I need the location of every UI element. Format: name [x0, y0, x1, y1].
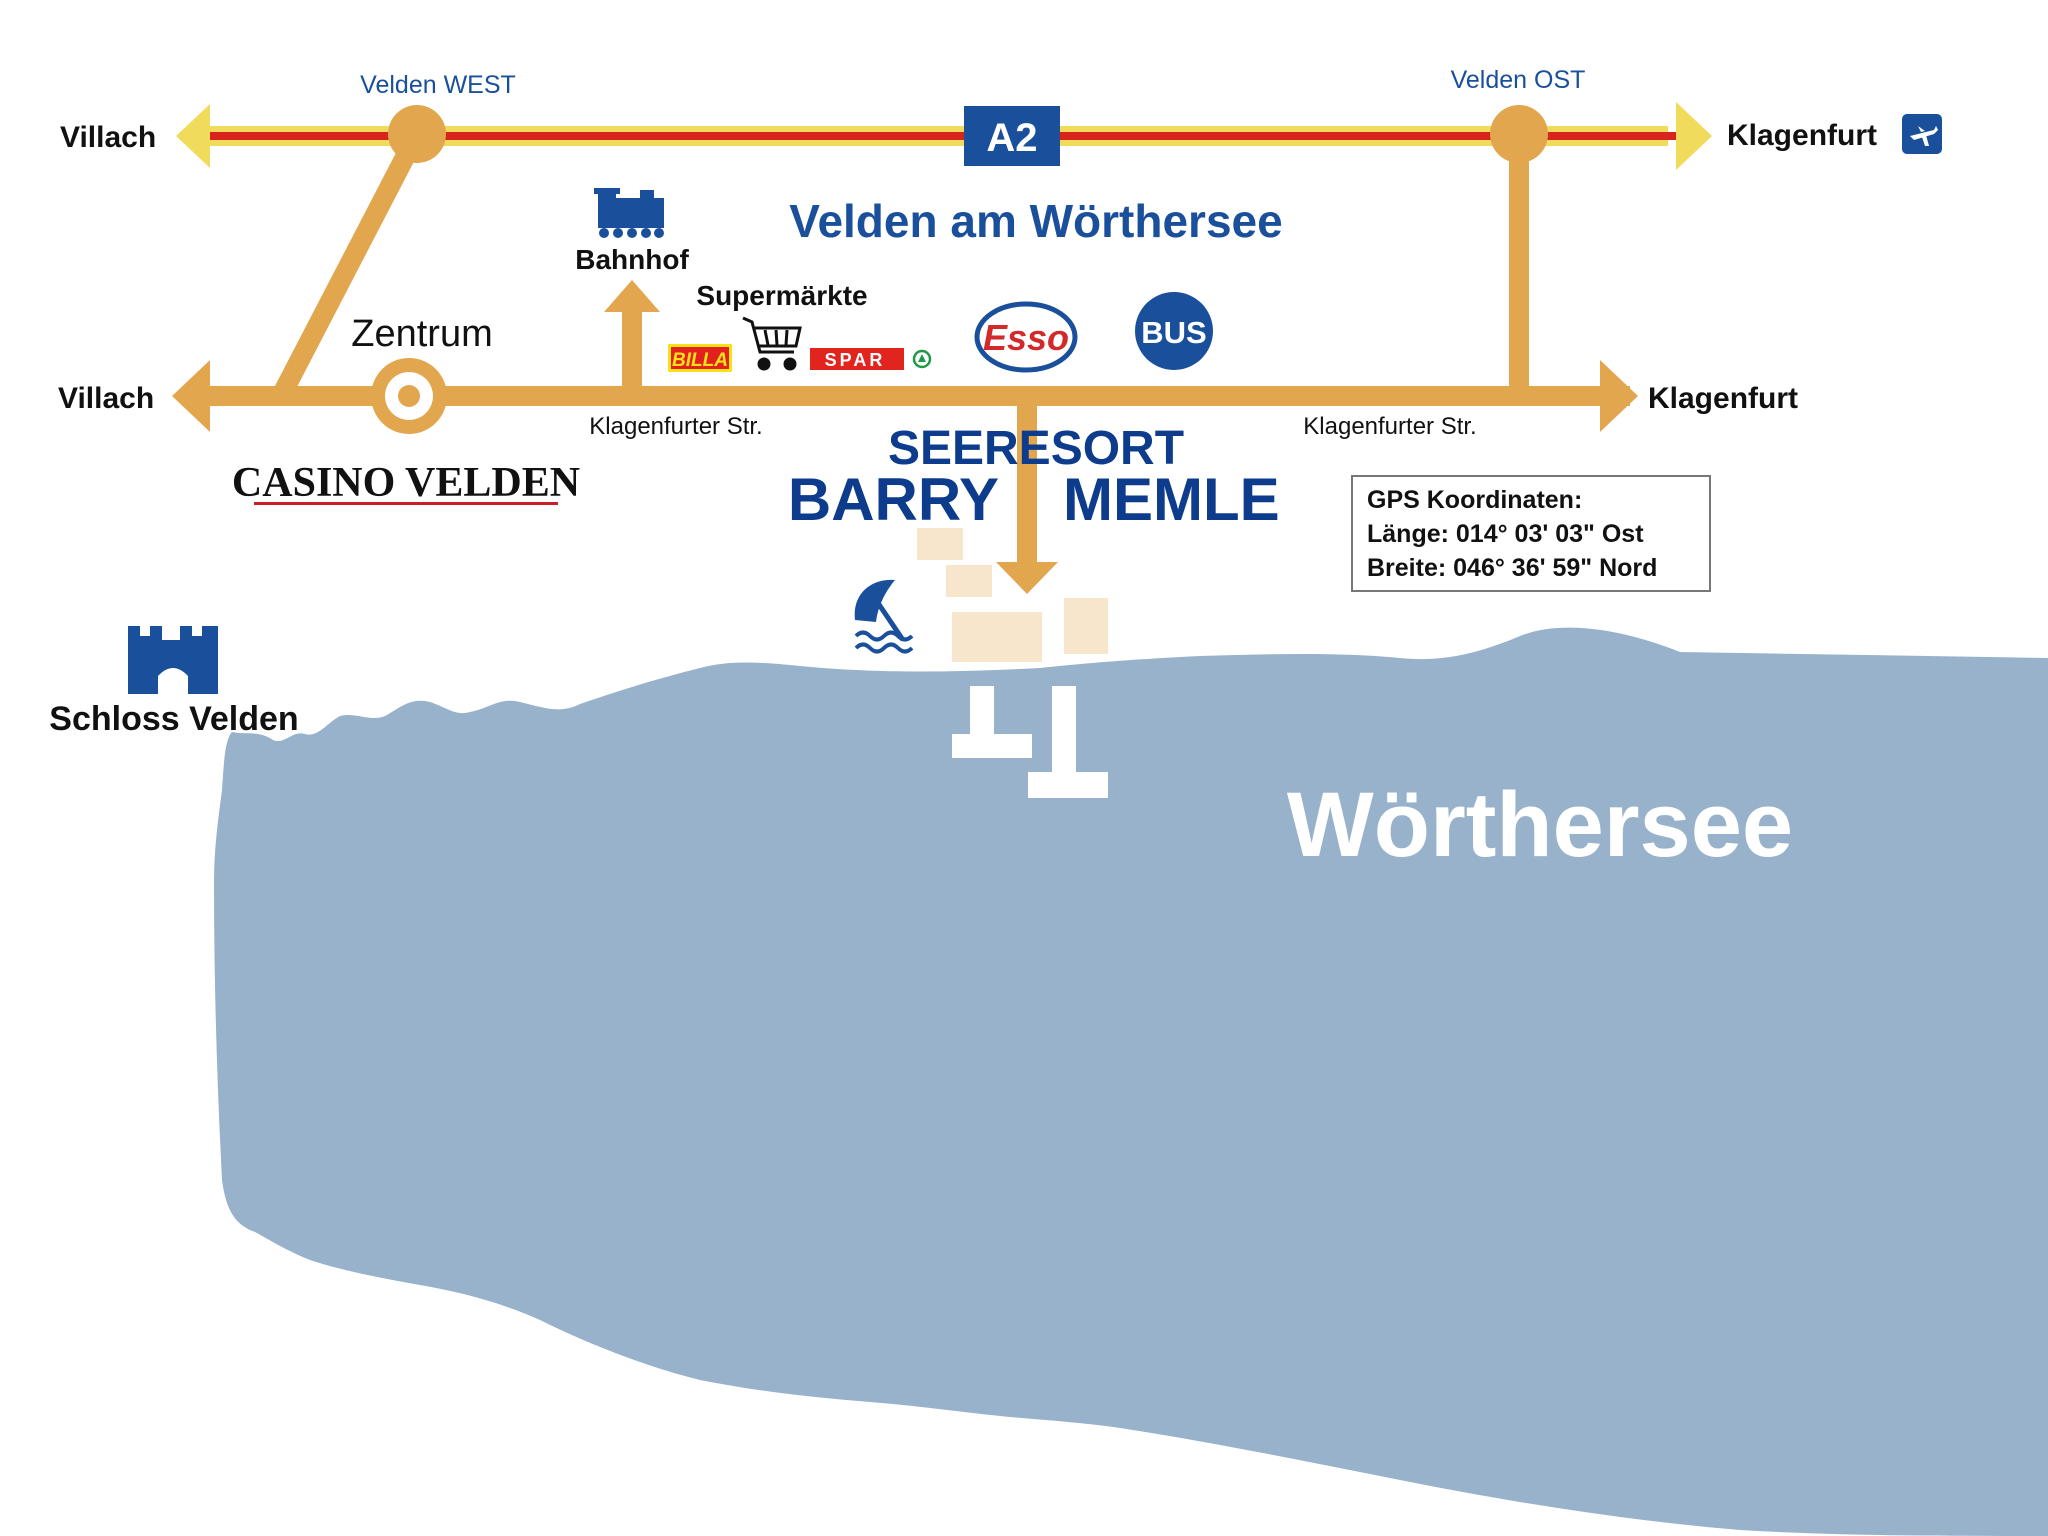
bahnhof-label: Bahnhof	[575, 244, 689, 275]
junction-velden-west	[388, 105, 446, 163]
center-marker-icon	[371, 358, 447, 434]
train-icon	[594, 188, 664, 238]
castle-icon	[128, 626, 218, 694]
gps-box: GPS Koordinaten: Länge: 014° 03' 03" Ost…	[1351, 475, 1711, 592]
local-dest-east: Klagenfurt	[1648, 382, 1798, 415]
lake-woerthersee	[214, 627, 2048, 1536]
bus-stop-icon: BUS	[1135, 292, 1213, 370]
airport-icon	[1902, 114, 1942, 154]
town-name: Velden am Wörthersee	[789, 195, 1282, 247]
connector-roads	[271, 129, 1529, 403]
svg-text:BILLA: BILLA	[672, 350, 728, 371]
svg-text:CASINO VELDEN: CASINO VELDEN	[232, 460, 580, 506]
exit-label-west: Velden WEST	[360, 71, 516, 99]
lake-name: Wörthersee	[1287, 774, 1793, 876]
junction-velden-ost	[1490, 105, 1548, 163]
gps-title: GPS Koordinaten:	[1367, 486, 1582, 514]
svg-text:BUS: BUS	[1141, 315, 1206, 350]
local-dest-west: Villach	[58, 382, 154, 415]
motorway-dest-west: Villach	[60, 121, 156, 154]
schloss-velden-label: Schloss Velden	[49, 700, 298, 738]
resort-buildings	[917, 528, 1108, 662]
local-road	[172, 280, 1638, 594]
zentrum-label: Zentrum	[351, 313, 492, 355]
resort-name-line1: SEERESORT	[888, 422, 1184, 475]
billa-logo: BILLA	[668, 344, 732, 372]
gps-longitude: Länge: 014° 03' 03" Ost	[1367, 520, 1644, 548]
motorway-a2	[176, 102, 1712, 170]
svg-text:Esso: Esso	[983, 317, 1069, 358]
resort-name-left: BARRY	[788, 466, 999, 533]
svg-text:SPAR: SPAR	[825, 350, 886, 370]
a2-label: A2	[986, 116, 1037, 160]
motorway-dest-east: Klagenfurt	[1727, 119, 1877, 152]
shopping-cart-icon	[742, 316, 802, 371]
resort-name-right: MEMLE	[1063, 466, 1280, 533]
spar-logo: SPAR	[810, 348, 932, 370]
a2-shield: A2	[964, 106, 1060, 166]
resort-pier	[952, 686, 1108, 798]
esso-logo: Esso	[974, 301, 1078, 373]
street-label-left: Klagenfurter Str.	[589, 413, 762, 440]
casino-velden-logo: CASINO VELDEN	[232, 460, 580, 506]
beach-umbrella-icon	[854, 579, 914, 654]
street-label-right: Klagenfurter Str.	[1303, 413, 1476, 440]
exit-label-east: Velden OST	[1451, 66, 1586, 94]
gps-latitude: Breite: 046° 36' 59" Nord	[1367, 554, 1657, 582]
supermarkets-label: Supermärkte	[696, 280, 867, 311]
